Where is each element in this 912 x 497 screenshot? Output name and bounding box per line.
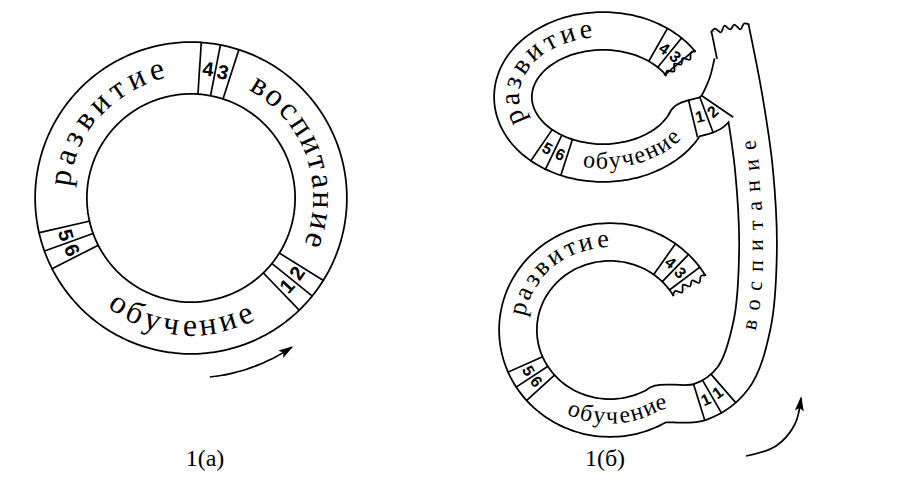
letter-glyph: н xyxy=(742,180,765,194)
band-outline xyxy=(61,68,321,328)
band-segment: обучение xyxy=(571,120,692,181)
letter-glyph: п xyxy=(744,259,766,271)
band-segment: развитие xyxy=(492,11,607,138)
torn-edge xyxy=(711,23,750,32)
band-label: обучение xyxy=(94,281,270,352)
letter-glyph: а xyxy=(306,171,340,189)
band-fill xyxy=(513,31,733,163)
band-marks xyxy=(38,23,803,456)
letter-glyph: ч xyxy=(161,306,182,340)
letter-glyph: о xyxy=(741,298,764,311)
letter-glyph: и xyxy=(556,18,579,49)
letter-glyph: и xyxy=(740,158,763,172)
band-fill xyxy=(518,28,758,418)
letter-glyph: с xyxy=(743,280,766,291)
letter-glyph: р xyxy=(499,106,530,130)
letter-glyph: о xyxy=(582,147,597,172)
band-label: развитие xyxy=(501,223,622,328)
letter-glyph: в xyxy=(738,317,762,332)
band-outlines xyxy=(61,28,758,418)
cell-divider xyxy=(198,42,201,95)
letter-glyph: т xyxy=(744,220,766,230)
band-segment: воспитание xyxy=(235,63,345,264)
direction-arrow xyxy=(210,347,292,377)
band-label: обучение xyxy=(571,120,692,181)
letter-glyph: б xyxy=(596,149,608,173)
cell-divider xyxy=(271,263,312,296)
band-label: развитие xyxy=(492,11,607,138)
cell-divider xyxy=(526,375,555,401)
band-segment: развитие xyxy=(39,48,182,201)
band-segment: развитие xyxy=(501,223,622,328)
band-label: воспитание xyxy=(735,129,775,341)
arrow-head xyxy=(278,346,293,358)
letter-glyph: и xyxy=(745,239,767,251)
band-fill xyxy=(61,68,321,328)
band-segment: обучение xyxy=(556,386,679,436)
letter-glyph: е xyxy=(596,226,609,253)
arrow-head xyxy=(795,396,804,411)
figure-caption: 1(а) xyxy=(186,446,225,470)
letter-glyph: и xyxy=(576,228,596,257)
letter-glyph: а xyxy=(47,144,82,168)
letter-glyph: и xyxy=(305,210,340,232)
band-label: обучение xyxy=(556,386,679,436)
band-segment: воспитание xyxy=(735,129,775,341)
band-fills xyxy=(61,28,758,418)
letter-glyph: у xyxy=(592,402,607,427)
letter-glyph: ч xyxy=(606,403,619,427)
letter-glyph: а xyxy=(496,92,525,106)
cell-divider xyxy=(711,374,737,403)
cell-number: 4 xyxy=(201,58,214,79)
letter-glyph: е xyxy=(737,139,760,152)
band-segment: обучение xyxy=(94,281,270,352)
direction-arrow xyxy=(746,398,801,456)
band-label: воспитание xyxy=(235,63,345,264)
letter-glyph: е xyxy=(300,229,335,253)
figure-caption: 1(б) xyxy=(585,446,625,470)
letter-glyph: е xyxy=(182,309,197,341)
letter-glyph: н xyxy=(308,191,340,209)
letter-glyph: р xyxy=(42,167,76,188)
letter-glyph: а xyxy=(743,201,766,212)
band-outline xyxy=(513,31,733,163)
band-label: развитие xyxy=(39,48,182,201)
letter-glyph: е xyxy=(578,15,594,44)
letter-glyph: е xyxy=(146,52,168,87)
